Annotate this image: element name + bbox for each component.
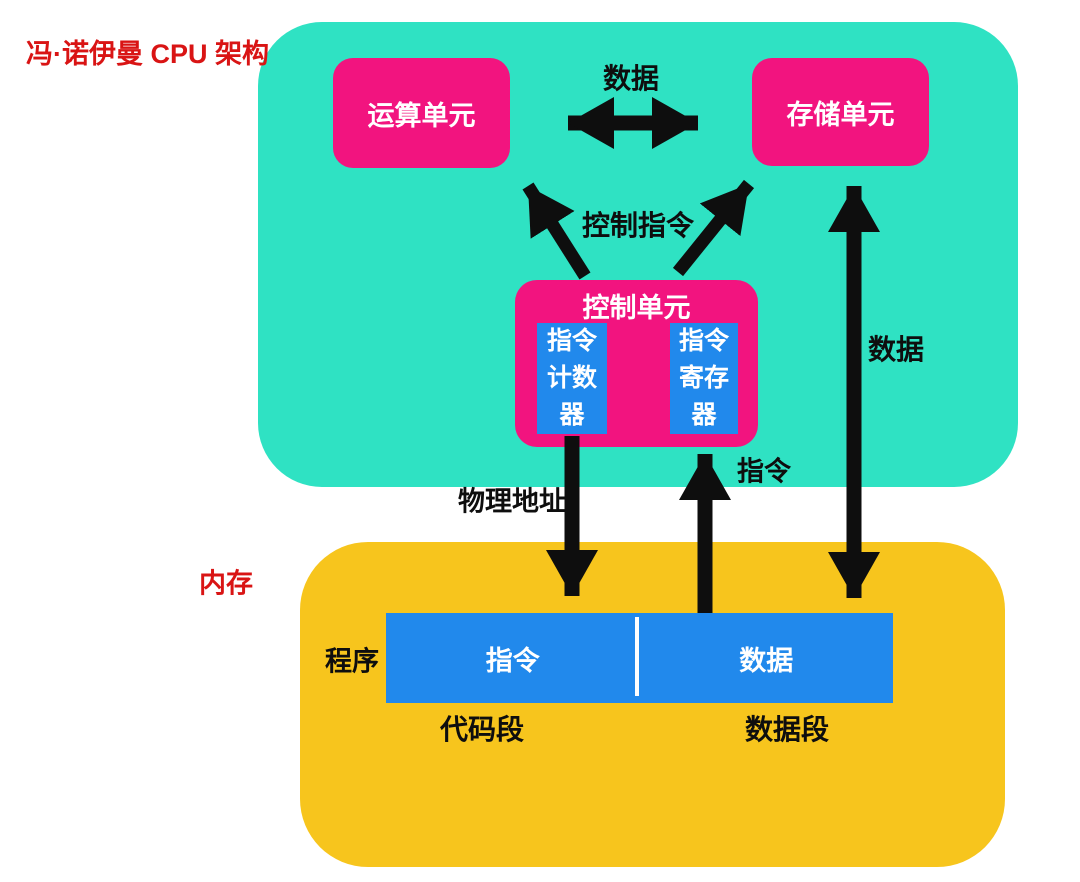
storage-unit-label: 存储单元 <box>786 99 895 130</box>
memory-bar-divider <box>635 617 639 696</box>
memory-data-cell: 数据 <box>739 645 794 676</box>
arithmetic-unit-box: 运算单元 <box>333 58 510 168</box>
memory-region <box>300 542 1005 867</box>
arithmetic-unit-label: 运算单元 <box>367 100 476 131</box>
memory-instruction-cell: 指令 <box>485 645 540 676</box>
storage-unit-box: 存储单元 <box>752 58 929 166</box>
physical-address-label: 物理地址 <box>458 486 566 517</box>
code-segment-label: 代码段 <box>439 714 525 745</box>
instruction-counter-box: 指令 计数 器 <box>537 323 607 434</box>
control-unit-box: 控制单元 指令 计数 器 指令 寄存 器 <box>515 280 758 447</box>
program-label: 程序 <box>325 646 379 677</box>
diagram-title: 冯·诺伊曼 CPU 架构 <box>26 39 269 69</box>
control-unit-label: 控制单元 <box>582 293 691 323</box>
memory-program-bar: 指令 数据 <box>386 613 893 703</box>
alu-storage-data-label: 数据 <box>602 63 660 94</box>
memory-region-label: 内存 <box>199 568 253 599</box>
control-instructions-label: 控制指令 <box>581 210 695 241</box>
data-segment-label: 数据段 <box>744 714 830 745</box>
instruction-label: 指令 <box>737 456 791 487</box>
storage-memory-data-label: 数据 <box>867 334 925 365</box>
instruction-register-box: 指令 寄存 器 <box>670 323 738 434</box>
